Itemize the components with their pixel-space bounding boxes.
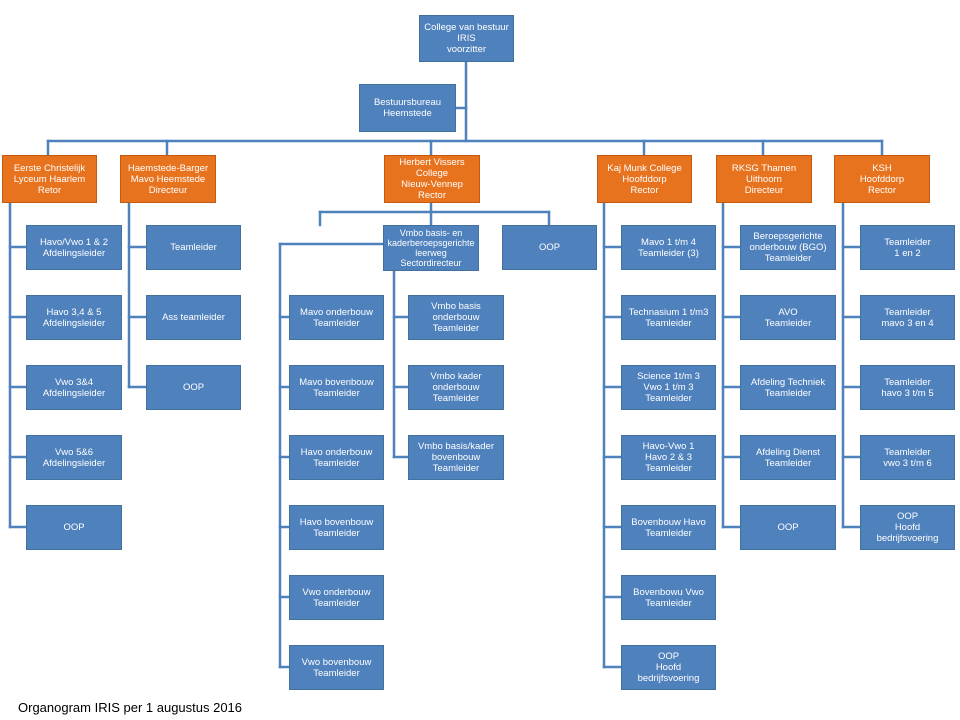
- ksh-child-node: OOP Hoofd bedrijfsvoering: [860, 505, 955, 550]
- kmc-child-node: Bovenbowu Vwo Teamleider: [621, 575, 716, 620]
- hvc-vmbo-child-node: Vmbo basis onderbouw Teamleider: [408, 295, 504, 340]
- hvc-vmbo-node: Vmbo basis- en kaderberoepsgerichte leer…: [383, 225, 479, 271]
- ksh-child-node: Teamleider havo 3 t/m 5: [860, 365, 955, 410]
- hvc-oop-node: OOP: [502, 225, 597, 270]
- kmc-child-node: Mavo 1 t/m 4 Teamleider (3): [621, 225, 716, 270]
- hvc-vmbo-child-node: Vmbo kader onderbouw Teamleider: [408, 365, 504, 410]
- bureau-node: Bestuursbureau Heemstede: [359, 84, 456, 132]
- hb-head-node: Haemstede-Barger Mavo Heemstede Directeu…: [120, 155, 216, 203]
- kmc-child-node: Havo-Vwo 1 Havo 2 & 3 Teamleider: [621, 435, 716, 480]
- hvc-child-node: Havo onderbouw Teamleider: [289, 435, 384, 480]
- rksg-child-node: OOP: [740, 505, 836, 550]
- ksh-child-node: Teamleider mavo 3 en 4: [860, 295, 955, 340]
- kmc-head-node: Kaj Munk College Hoofddorp Rector: [597, 155, 692, 203]
- ecl-child-node: Vwo 5&6 Afdelingsleider: [26, 435, 122, 480]
- hvc-child-node: Havo bovenbouw Teamleider: [289, 505, 384, 550]
- kmc-child-node: OOP Hoofd bedrijfsvoering: [621, 645, 716, 690]
- board-node: College van bestuur IRIS voorzitter: [419, 15, 514, 62]
- rksg-child-node: AVO Teamleider: [740, 295, 836, 340]
- ksh-child-node: Teamleider 1 en 2: [860, 225, 955, 270]
- hvc-child-node: Vwo onderbouw Teamleider: [289, 575, 384, 620]
- hvc-child-node: Mavo onderbouw Teamleider: [289, 295, 384, 340]
- ksh-head-node: KSH Hoofddorp Rector: [834, 155, 930, 203]
- hb-child-node: Teamleider: [146, 225, 241, 270]
- hb-child-node: OOP: [146, 365, 241, 410]
- rksg-child-node: Afdeling Techniek Teamleider: [740, 365, 836, 410]
- kmc-child-node: Bovenbouw Havo Teamleider: [621, 505, 716, 550]
- ecl-child-node: OOP: [26, 505, 122, 550]
- ecl-child-node: Havo/Vwo 1 & 2 Afdelingsleider: [26, 225, 122, 270]
- hvc-vmbo-child-node: Vmbo basis/kader bovenbouw Teamleider: [408, 435, 504, 480]
- hvc-child-node: Mavo bovenbouw Teamleider: [289, 365, 384, 410]
- ecl-child-node: Vwo 3&4 Afdelingsleider: [26, 365, 122, 410]
- ecl-child-node: Havo 3,4 & 5 Afdelingsleider: [26, 295, 122, 340]
- kmc-child-node: Technasium 1 t/m3 Teamleider: [621, 295, 716, 340]
- ecl-head-node: Eerste Christelijk Lyceum Haarlem Retor: [2, 155, 97, 203]
- ksh-child-node: Teamleider vwo 3 t/m 6: [860, 435, 955, 480]
- hvc-child-node: Vwo bovenbouw Teamleider: [289, 645, 384, 690]
- kmc-child-node: Science 1t/m 3 Vwo 1 t/m 3 Teamleider: [621, 365, 716, 410]
- hvc-head-node: Herbert Vissers College Nieuw-Vennep Rec…: [384, 155, 480, 203]
- rksg-child-node: Afdeling Dienst Teamleider: [740, 435, 836, 480]
- diagram-caption: Organogram IRIS per 1 augustus 2016: [18, 700, 243, 715]
- rksg-head-node: RKSG Thamen Uithoorn Directeur: [716, 155, 812, 203]
- rksg-child-node: Beroepsgerichte onderbouw (BGO) Teamleid…: [740, 225, 836, 270]
- hb-child-node: Ass teamleider: [146, 295, 241, 340]
